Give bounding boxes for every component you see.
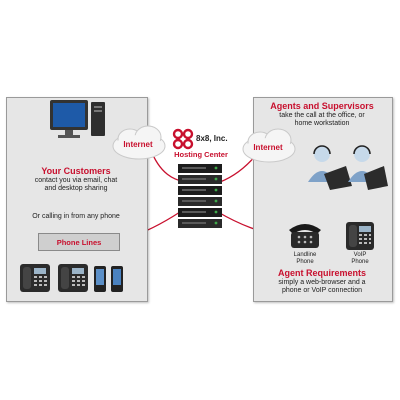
agents-text-2: home workstation [294, 120, 350, 127]
voip-label-2: Phone [351, 259, 369, 265]
mobile-phone-icon [111, 266, 123, 292]
customers-text-1: contact you via email, chat [34, 177, 118, 184]
8x8-logo-icon [172, 128, 194, 150]
customers-text-2: and desktop sharing [44, 185, 108, 192]
customer-phones [20, 264, 123, 292]
landline-phone-icon [289, 224, 321, 248]
customers-title: Your Customers [41, 166, 111, 176]
agents-title: Agents and Supervisors [270, 101, 374, 111]
agents-with-laptops [308, 145, 388, 190]
desktop-computer-icon [50, 100, 105, 138]
requirements-text-1: simply a web-browser and a [278, 279, 366, 286]
voip-label-1: VoIP [353, 252, 367, 258]
right-internet-label: Internet [253, 143, 283, 152]
agents-panel [253, 97, 393, 302]
phone-lines-label: Phone Lines [56, 237, 102, 247]
hosting-brand: 8x8, Inc. [196, 134, 228, 143]
calling-text: Or calling in from any phone [32, 213, 120, 220]
requirements-text-2: phone or VoIP connection [281, 287, 363, 294]
agent-headset-icon [348, 145, 388, 190]
server-rack-icon [178, 164, 222, 228]
desk-phone-icon [20, 264, 50, 292]
landline-label-1: Landline [293, 252, 317, 258]
agent-headset-icon [308, 145, 352, 190]
internet-cloud-icon [112, 125, 166, 160]
agents-text-1: take the call at the office, or [279, 112, 365, 119]
phone-lines-box: Phone Lines [38, 233, 120, 251]
hosting-label: Hosting Center [174, 150, 228, 159]
mobile-phone-icon [94, 266, 106, 292]
left-internet-label: Internet [123, 140, 153, 149]
voip-phone-icon [346, 222, 374, 250]
requirements-title: Agent Requirements [277, 268, 366, 278]
internet-cloud-icon [242, 128, 296, 163]
desk-phone-icon [58, 264, 88, 292]
landline-label-2: Phone [296, 259, 314, 265]
